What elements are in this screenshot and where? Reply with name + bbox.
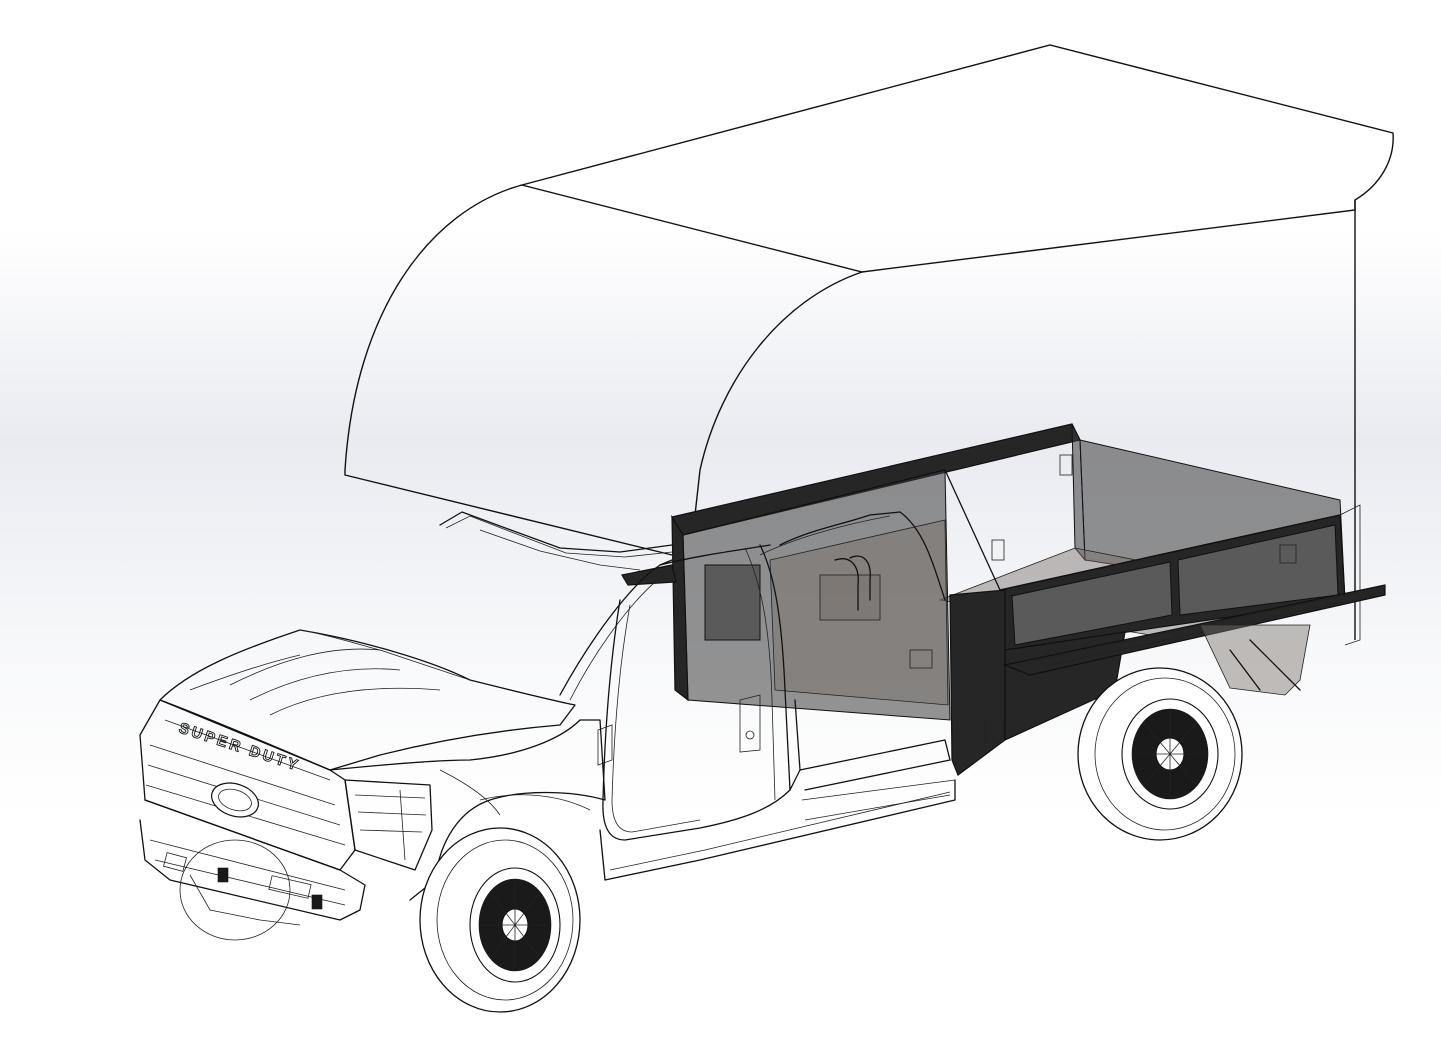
camper-overhang-ledge	[439, 511, 673, 553]
front-door-opening	[602, 599, 801, 841]
super-duty-badge-text: SUPER DUTY	[177, 720, 303, 775]
headlight	[344, 779, 433, 871]
rear-step-platform	[1002, 584, 1386, 676]
tow-hook-right	[311, 894, 323, 910]
bed-storage-bin	[704, 564, 761, 641]
b-pillar	[759, 544, 791, 791]
far-front-tire	[179, 839, 291, 941]
bed-lower-box	[949, 589, 1006, 776]
rocker-panel	[599, 779, 956, 881]
camper-front-upper	[344, 184, 673, 556]
camper-front-lower	[694, 271, 863, 516]
bed-side-box-right-door	[1011, 561, 1173, 646]
front-fender	[329, 719, 606, 901]
rear-wheel	[1077, 667, 1243, 841]
front-step-platform	[621, 564, 677, 586]
bed-top-rail	[682, 469, 1341, 591]
a-pillar	[559, 559, 673, 696]
front-bumper	[139, 799, 366, 921]
rear-door-outline	[799, 739, 951, 791]
service-bed	[621, 423, 1386, 776]
camper-shell	[344, 44, 1394, 640]
truck-cab	[559, 544, 956, 881]
front-wheel	[179, 827, 581, 1013]
tow-hook-left	[217, 867, 229, 883]
oval-badge-icon	[211, 782, 259, 818]
grille-surround	[139, 699, 356, 871]
camper-roof	[519, 44, 1394, 273]
